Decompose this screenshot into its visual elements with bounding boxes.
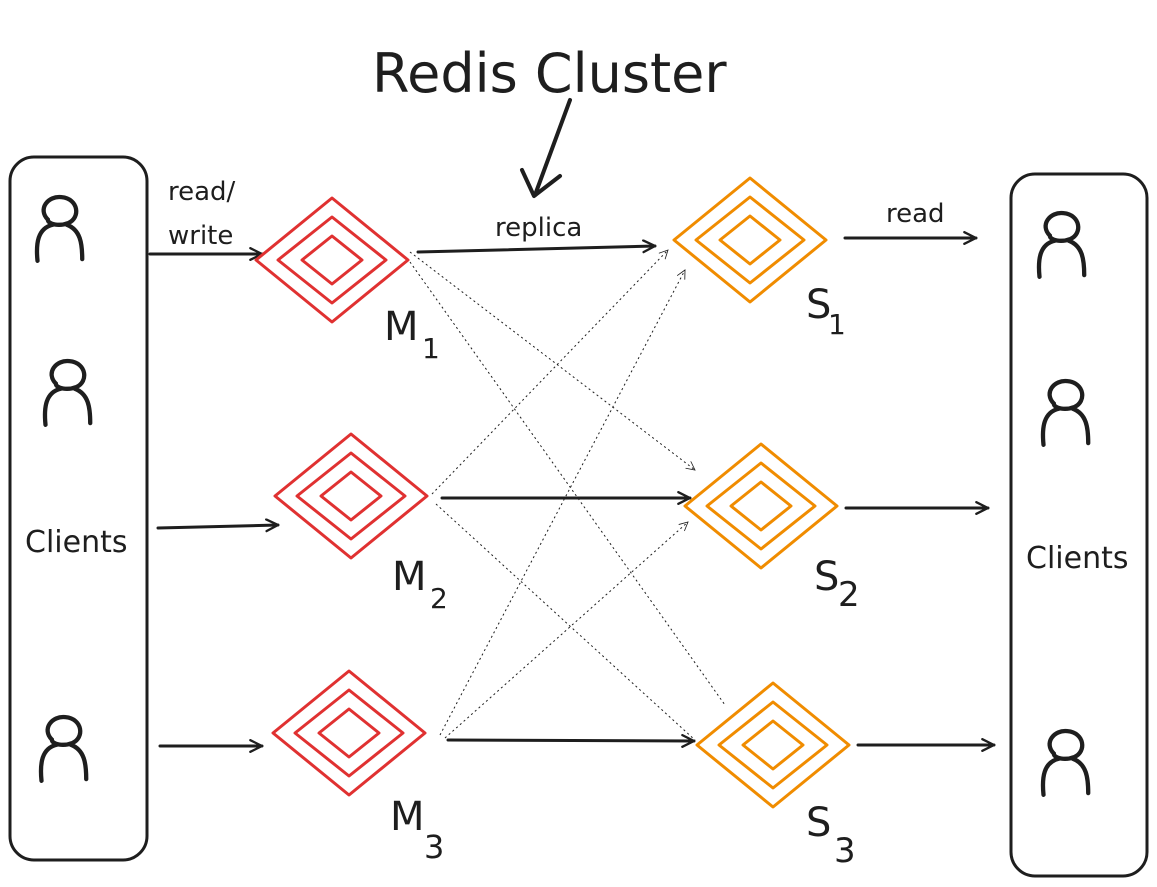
left-clients-group: Clients — [8, 155, 149, 862]
m2-to-s1-dotted — [431, 250, 668, 495]
m3-label: M 3 — [390, 794, 444, 866]
m3-to-s2-dotted — [444, 522, 688, 739]
slave-node-2 — [683, 442, 839, 570]
right-clients-group: Clients — [1009, 172, 1149, 878]
cross-replication-lines — [409, 250, 726, 741]
left-client-icon-1 — [37, 197, 82, 261]
left-clients-label: Clients — [25, 525, 127, 560]
title-pointer-arrow — [533, 98, 572, 197]
s2-label: S 2 — [814, 554, 860, 615]
title-pointer-arrowhead — [520, 168, 562, 198]
svg-text:M: M — [390, 794, 425, 840]
m3-to-s3-replica-arrow — [446, 740, 696, 741]
svg-text:S: S — [806, 800, 831, 846]
svg-text:2: 2 — [430, 582, 448, 615]
master-node-3 — [271, 669, 427, 797]
svg-text:3: 3 — [424, 828, 444, 866]
master-node-2 — [273, 432, 429, 560]
read-label: read — [886, 199, 945, 229]
m1-to-s3-dotted — [409, 261, 726, 706]
slave-node-3 — [695, 681, 851, 809]
svg-text:2: 2 — [838, 575, 860, 615]
right-client-icon-1 — [1039, 213, 1084, 277]
svg-text:S: S — [814, 554, 839, 600]
read-write-label-line2: write — [168, 221, 233, 251]
right-client-icon-3 — [1043, 731, 1088, 795]
replica-label: replica — [495, 213, 582, 243]
diagram-title: Redis Cluster — [372, 42, 727, 105]
left-client-icon-3 — [41, 717, 86, 781]
right-clients-label: Clients — [1026, 541, 1128, 576]
master-node-1 — [254, 196, 410, 324]
m1-to-s1-replica-arrow — [416, 246, 657, 254]
svg-text:1: 1 — [422, 332, 440, 365]
right-clients-box — [1009, 172, 1149, 878]
svg-text:3: 3 — [834, 831, 856, 871]
m1-label: M 1 — [384, 304, 440, 365]
slave-node-1 — [672, 176, 828, 304]
m2-label: M 2 — [392, 554, 448, 615]
m3-to-s1-dotted — [439, 270, 686, 736]
svg-text:M: M — [384, 304, 419, 350]
left-client-icon-2 — [45, 361, 90, 425]
svg-text:1: 1 — [828, 308, 846, 341]
m1-to-s2-dotted — [409, 251, 695, 470]
svg-text:S: S — [806, 282, 831, 328]
s3-label: S 3 — [806, 800, 856, 871]
m2-to-s3-dotted — [435, 503, 696, 741]
read-write-label-line1: read/ — [168, 177, 236, 207]
s1-label: S 1 — [806, 282, 846, 341]
left-clients-box — [8, 155, 149, 862]
right-client-icon-2 — [1043, 381, 1088, 445]
client-to-m2-arrow — [156, 525, 280, 528]
svg-text:M: M — [392, 554, 427, 600]
